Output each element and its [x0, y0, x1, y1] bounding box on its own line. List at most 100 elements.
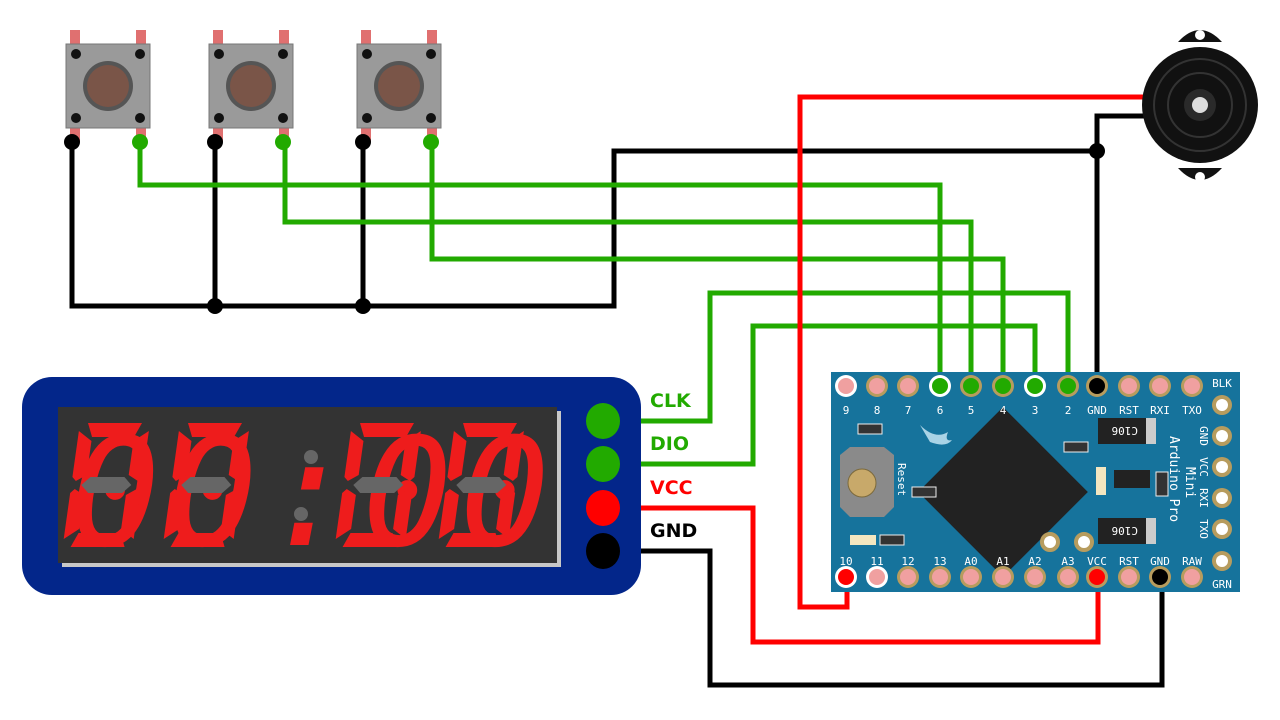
pin-label: VCC	[1087, 555, 1107, 568]
display-pin-gnd	[586, 533, 620, 569]
arduino-pro-mini: Reset C106 C106 Arduino Pro Mini 9 8 7 6 5 4 3…	[831, 372, 1240, 592]
pin-label: RAW	[1182, 555, 1202, 568]
segment-c	[121, 489, 141, 539]
pin-dot	[64, 134, 80, 150]
wire-btn1-pin6	[137, 142, 943, 385]
pin-dot	[423, 134, 439, 150]
segment-f	[447, 431, 467, 481]
reset-label: Reset	[895, 463, 908, 496]
push-button[interactable]	[207, 30, 294, 150]
segment-d	[445, 533, 500, 547]
display-pin-clk	[586, 403, 620, 439]
segment-g	[456, 477, 507, 493]
segment-b	[228, 431, 249, 481]
pin-label: TXO	[1197, 519, 1210, 539]
segment-g	[353, 477, 404, 493]
capacitor-label: C106	[1112, 524, 1139, 537]
segment-f	[72, 431, 92, 481]
pin-label: 5	[968, 404, 975, 417]
segment-f	[344, 431, 364, 481]
pin-label: 11	[870, 555, 883, 568]
wire-vcc	[603, 505, 1101, 645]
seven-segment-digit	[335, 423, 421, 547]
segment-e	[63, 489, 84, 539]
pin-label: A3	[1061, 555, 1074, 568]
pin-dot	[355, 134, 371, 150]
pin-label: RST	[1119, 555, 1139, 568]
seven-segment-digit	[163, 423, 249, 547]
pin-label: GND	[1197, 426, 1210, 446]
junction-dot	[355, 298, 371, 314]
pin-label: 9	[843, 404, 850, 417]
pin-label: 3	[1032, 404, 1039, 417]
pin-label: RST	[1119, 404, 1139, 417]
pin-label: RXI	[1150, 404, 1170, 417]
display-pin-label: GND	[650, 520, 697, 542]
reset-button[interactable]	[840, 447, 894, 517]
pin-dot	[132, 134, 148, 150]
seven-segment-digit	[63, 423, 149, 547]
wire-ground-bus	[69, 142, 1097, 309]
wire-buzzer-ground	[1094, 113, 1145, 385]
pin-label: TXO	[1182, 404, 1202, 417]
segment-b	[400, 431, 421, 481]
wire-clk	[603, 290, 1071, 424]
pin-dot	[275, 134, 291, 150]
junction-dot	[207, 298, 223, 314]
segment-d	[170, 533, 225, 547]
board-name-mini: Mini	[1182, 467, 1197, 498]
pin-label: VCC	[1197, 457, 1210, 477]
pin-label: BLK	[1212, 377, 1232, 390]
display-pin-vcc	[586, 490, 620, 526]
segment-a	[88, 423, 142, 437]
segment-d	[70, 533, 125, 547]
display-pin-dio	[586, 446, 620, 482]
push-button[interactable]	[355, 30, 442, 150]
wire-btn2-pin5	[282, 142, 974, 385]
pin-label: 12	[901, 555, 914, 568]
segment-a	[188, 423, 242, 437]
segment-f	[172, 431, 192, 481]
pin-label: 6	[937, 404, 944, 417]
pin-label: 4	[1000, 404, 1007, 417]
pin-label: 10	[839, 555, 852, 568]
colon-dot	[304, 450, 318, 464]
display-pin-label: DIO	[650, 433, 689, 455]
push-buttons	[64, 30, 442, 150]
pin-dot	[207, 134, 223, 150]
pin-label: 7	[905, 404, 912, 417]
capacitor: C106	[1098, 518, 1156, 544]
display-pin-label: VCC	[650, 477, 693, 499]
wire-gnd	[603, 548, 1165, 688]
colon-dot	[294, 507, 308, 521]
segment-e	[335, 489, 356, 539]
segment-g	[81, 477, 132, 493]
push-button[interactable]	[64, 30, 151, 150]
segment-d	[342, 533, 397, 547]
wires	[69, 94, 1165, 688]
pin-label: GND	[1150, 555, 1170, 568]
seven-segment-digit	[438, 423, 524, 547]
pin-label: RXI	[1197, 488, 1210, 508]
pin-label: 2	[1065, 404, 1072, 417]
pin-label: GND	[1087, 404, 1107, 417]
segment-a	[463, 423, 517, 437]
pin-label: GRN	[1212, 578, 1232, 591]
board-name: Arduino Pro	[1166, 436, 1181, 522]
wire-dio	[603, 323, 1038, 467]
pin-label: 8	[874, 404, 881, 417]
segment-c	[496, 489, 516, 539]
junction-dot	[1089, 143, 1105, 159]
segment-g	[181, 477, 232, 493]
segment-b	[128, 431, 149, 481]
segment-e	[438, 489, 459, 539]
segment-b	[503, 431, 524, 481]
pin-label: 13	[933, 555, 946, 568]
capacitor: C106	[1098, 418, 1156, 444]
segment-a	[360, 423, 414, 437]
pin-label: A2	[1028, 555, 1041, 568]
segment-c	[221, 489, 241, 539]
capacitor-label: C106	[1112, 424, 1139, 437]
segment-c	[393, 489, 413, 539]
